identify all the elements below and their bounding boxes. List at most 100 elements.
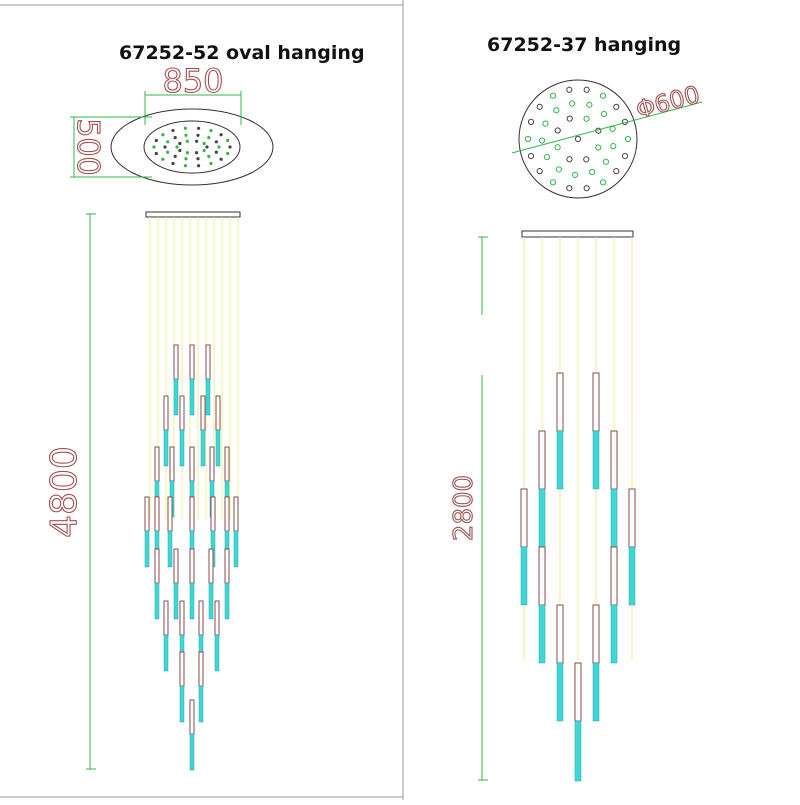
- rod-top-segment: [144, 496, 150, 532]
- oval-outer-ellipse: [110, 108, 274, 186]
- round-canopy-side: [521, 230, 634, 238]
- rod-top-segment: [224, 548, 230, 584]
- oval-hole-dot: [209, 128, 213, 133]
- round-hole-dot: [621, 153, 629, 160]
- rod-top-segment: [189, 344, 195, 380]
- rod-glass-segment: [520, 546, 528, 606]
- rod-glass-segment: [200, 429, 206, 467]
- rod-top-segment: [163, 395, 169, 431]
- rod-glass-segment: [189, 733, 195, 771]
- oval-hole-dot: [154, 151, 158, 156]
- oval-hole-dot: [196, 157, 200, 161]
- rod-top-segment: [556, 604, 564, 664]
- oval-hole-dot: [185, 139, 189, 143]
- oval-hole-dot: [226, 138, 230, 143]
- left-rod-cluster: [144, 344, 239, 771]
- oval-hole-dot: [228, 145, 232, 149]
- diameter-dimension-label: Φ600: [633, 80, 703, 124]
- oval-hole-dot: [207, 154, 211, 158]
- rod-top-segment: [179, 600, 185, 636]
- rod-glass-segment: [574, 720, 582, 782]
- oval-canopy-top-view: 850 500: [69, 61, 274, 186]
- oval-hole-dot: [154, 138, 158, 143]
- oval-hole-dot: [178, 148, 182, 153]
- oval-hole-dot: [184, 157, 188, 161]
- oval-hole-dot: [178, 141, 182, 146]
- round-hole-dot: [549, 92, 557, 99]
- rod-glass-segment: [173, 378, 179, 416]
- rod-top-segment: [233, 496, 239, 532]
- oval-hole-dot: [161, 157, 165, 161]
- rod-glass-segment: [198, 685, 204, 723]
- round-hole-dot: [566, 156, 573, 163]
- rod-top-segment: [592, 372, 600, 432]
- round-hanging-elevation: 2800: [448, 230, 636, 782]
- oval-hole-dot: [214, 140, 218, 144]
- oval-canopy-side: [145, 211, 241, 218]
- rod-glass-segment: [556, 430, 564, 490]
- rod-top-segment: [538, 546, 546, 606]
- round-hole-dot: [613, 168, 620, 175]
- rod-top-segment: [214, 600, 220, 636]
- round-hole-dot: [602, 158, 610, 165]
- rod-top-segment: [208, 548, 214, 584]
- rod-top-segment: [610, 546, 618, 606]
- round-canopy-top-view: Φ600: [511, 79, 703, 199]
- round-hole-dot: [566, 115, 573, 122]
- oval-hole-dot: [226, 151, 230, 156]
- width-dimension-label: 850: [162, 62, 223, 100]
- round-hole-dot: [583, 185, 590, 192]
- round-hole-dot: [583, 156, 590, 163]
- rod-glass-segment: [224, 582, 230, 620]
- rod-glass-segment: [215, 429, 221, 467]
- rod-glass-segment: [189, 378, 195, 416]
- rod-top-segment: [154, 446, 160, 482]
- round-hole-dot: [574, 135, 582, 143]
- rod-top-segment: [198, 651, 204, 687]
- rod-top-segment: [154, 548, 160, 584]
- oval-hole-dot: [173, 136, 177, 140]
- left-drawing-title: 67252-52 oval hanging: [119, 42, 365, 64]
- rod-glass-segment: [163, 634, 169, 672]
- rod-glass-segment: [205, 378, 211, 416]
- rod-top-segment: [179, 395, 185, 431]
- sheet-frame: [0, 0, 404, 800]
- oval-hole-dot: [196, 126, 201, 130]
- round-hole-dot: [600, 110, 608, 118]
- round-hole-dot: [609, 125, 616, 133]
- rod-glass-segment: [144, 530, 150, 568]
- rod-top-segment: [556, 372, 564, 432]
- rod-glass-segment: [179, 429, 185, 467]
- rod-glass-segment: [538, 488, 546, 548]
- rod-top-segment: [173, 344, 179, 380]
- round-hole-dot: [595, 144, 602, 151]
- rod-glass-segment: [163, 429, 169, 467]
- round-hole-dot: [569, 100, 576, 107]
- round-hole-dot: [538, 137, 546, 144]
- rod-glass-segment: [189, 582, 195, 620]
- rod-glass-segment: [628, 546, 636, 606]
- round-hole-dot: [527, 118, 535, 125]
- oval-hole-dot: [219, 157, 223, 161]
- oval-hole-dot: [195, 151, 199, 155]
- rod-top-segment: [189, 699, 195, 735]
- rod-top-segment: [173, 548, 179, 584]
- round-hole-dot: [554, 144, 561, 151]
- round-hole-dot: [554, 127, 561, 134]
- rod-top-segment: [189, 496, 195, 532]
- rod-top-segment: [210, 496, 216, 532]
- oval-hole-dot: [183, 164, 188, 168]
- round-hole-dot: [589, 168, 596, 176]
- oval-hole-dot: [166, 140, 170, 144]
- rod-top-segment: [224, 496, 230, 532]
- rod-top-segment: [198, 600, 204, 636]
- oval-hole-dot: [171, 128, 175, 133]
- oval-hole-dot: [195, 139, 199, 143]
- round-hole-dot: [613, 103, 620, 110]
- rod-glass-segment: [167, 530, 173, 568]
- rod-top-segment: [167, 496, 173, 532]
- oval-hole-dot: [214, 150, 218, 154]
- rod-glass-segment: [208, 582, 214, 620]
